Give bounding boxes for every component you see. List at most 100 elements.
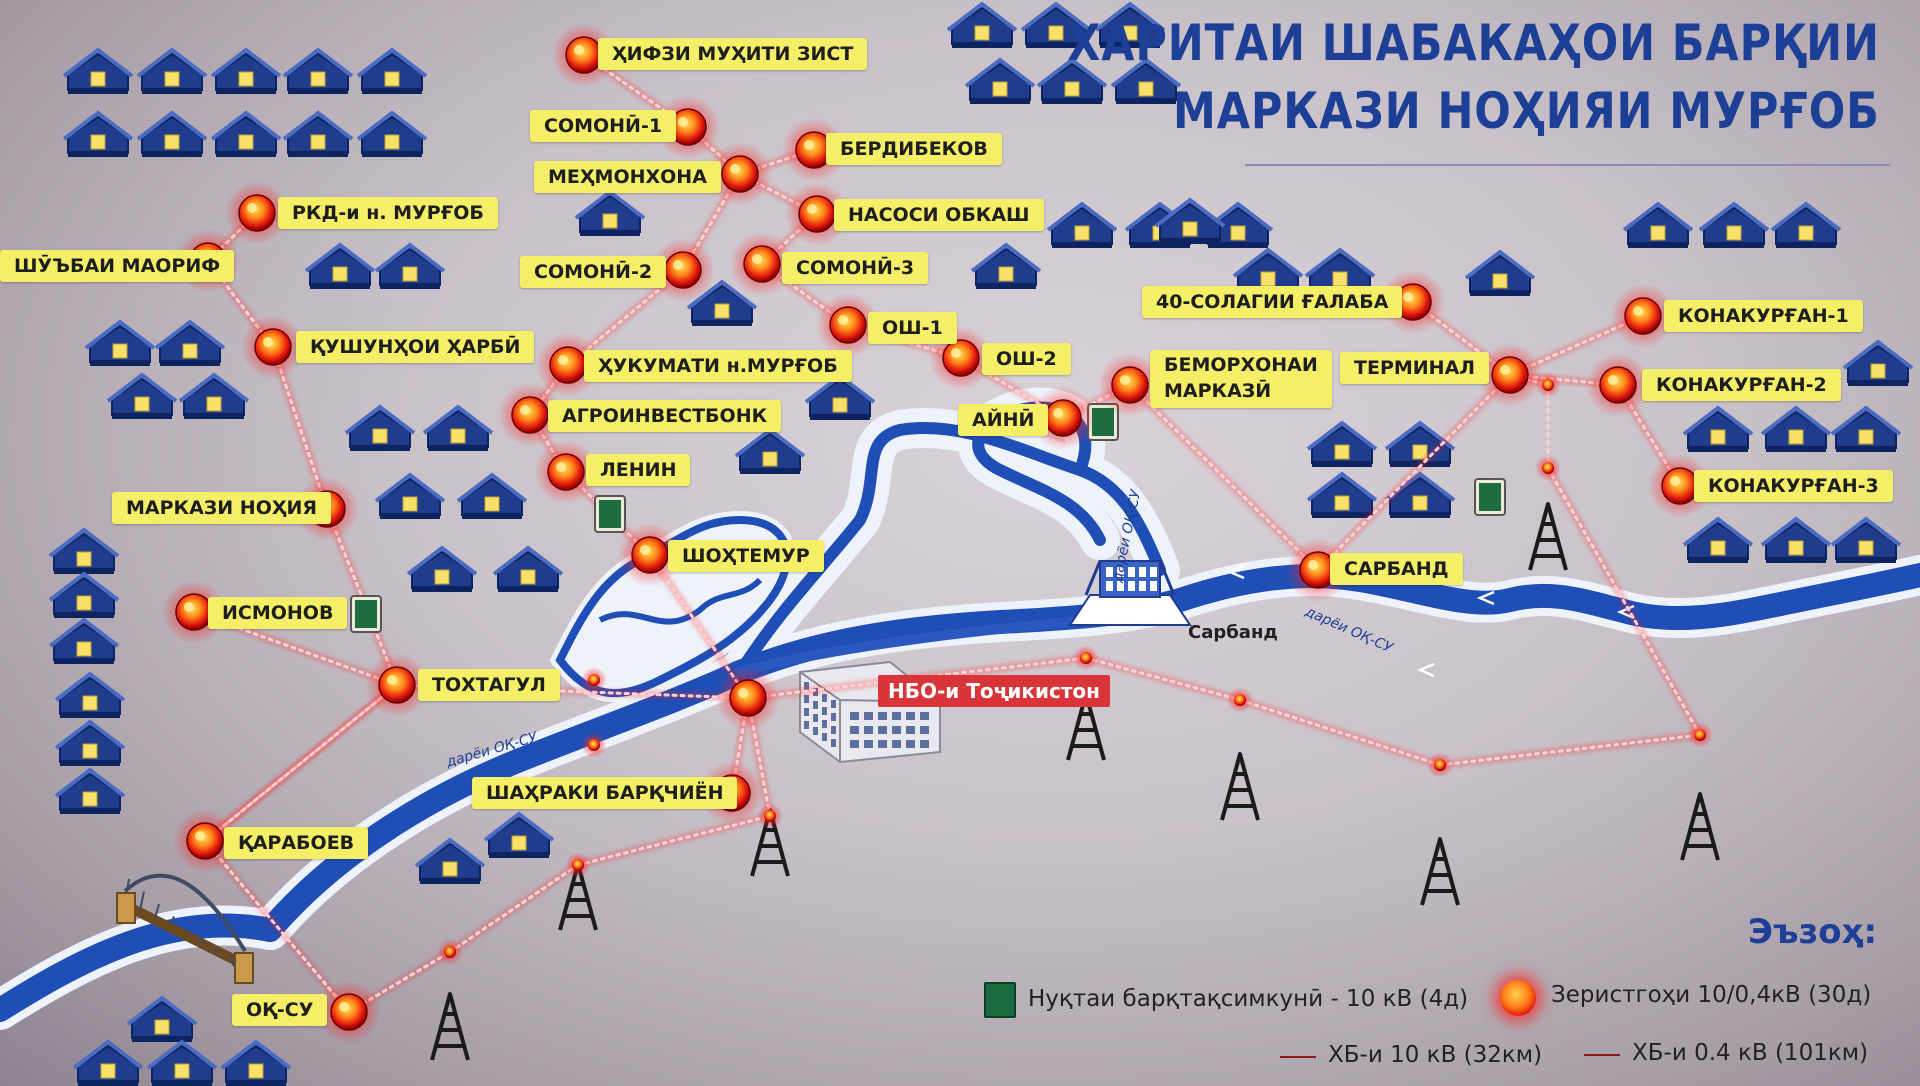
station-label-agro: АГРОИНВЕСТБОНК: [548, 400, 782, 432]
power-line: [1546, 466, 1702, 737]
house-icon: [220, 1039, 292, 1086]
station-label-ismonov: ИСМОНОВ: [208, 597, 348, 629]
lamp-highlight: [1403, 292, 1413, 302]
tower-icon: [1680, 792, 1720, 861]
house-icon: [54, 671, 126, 718]
lamp-highlight: [807, 204, 817, 214]
transformer-icon: [1599, 366, 1637, 404]
legend-title: Эъзоҳ:: [1748, 912, 1878, 952]
station-label-somoni1: СОМОНӢ-1: [530, 110, 677, 142]
transformer-icon: [721, 155, 759, 193]
lamp-highlight: [1633, 306, 1643, 316]
transformer-icon: [798, 195, 836, 233]
flow-arrow-icon: [1476, 590, 1495, 606]
power-line: [395, 683, 750, 700]
transformer-icon: [1661, 467, 1699, 505]
lamp-highlight: [1500, 365, 1510, 375]
house-icon: [356, 110, 428, 157]
house-icon: [1770, 201, 1842, 248]
junction-icon: [1694, 729, 1706, 741]
junction-icon: [444, 946, 456, 958]
transformer-icon: [254, 328, 292, 366]
station-label-barq: ШАҲРАКИ БАРҚЧИЁН: [472, 777, 738, 809]
lamp-highlight: [730, 164, 740, 174]
lamp-highlight: [738, 688, 748, 698]
house-icon: [804, 373, 876, 420]
house-icon: [62, 47, 134, 94]
transformer-icon: [631, 536, 669, 574]
legend-line04-text: ХБ-и 0.4 кВ (101км): [1632, 1040, 1869, 1066]
house-icon: [356, 47, 428, 94]
substation-icon: [1087, 403, 1119, 441]
transformer-icon: [238, 194, 276, 232]
canal: [735, 613, 1125, 677]
station-label-rkd: РКД-и н. МУРҒОБ: [278, 197, 498, 229]
house-icon: [54, 719, 126, 766]
house-icon: [734, 427, 806, 474]
transformer-icon: [547, 453, 585, 491]
lamp-highlight: [1308, 560, 1318, 570]
lamp-highlight: [1053, 408, 1063, 418]
station-label-kona1: КОНАКУРҒАН-1: [1664, 300, 1863, 332]
station-label-bemor: БЕМОРХОНАИ МАРКАЗӢ: [1150, 350, 1332, 408]
river-delta-channel: [598, 577, 763, 625]
station-label-somoni2: СОМОНӢ-2: [520, 256, 667, 288]
river-channel: [0, 913, 282, 1022]
lamp-highlight: [184, 602, 194, 612]
map-title-line-2: МАРКАЗИ НОҲИЯИ МУРҒОБ: [1173, 82, 1880, 140]
house-icon: [946, 1, 1018, 48]
transformer-layer: [162, 23, 1713, 1044]
house-icon: [154, 319, 226, 366]
transformer-icon: [829, 306, 867, 344]
lamp-highlight: [387, 675, 397, 685]
lamp-highlight: [640, 545, 650, 555]
house-icon: [1760, 405, 1832, 452]
house-icon: [282, 110, 354, 157]
lamp-highlight: [752, 254, 762, 264]
legend-substation-text: Нуқтаи барқтақсимкунӣ - 10 кВ (4д): [1028, 986, 1469, 1012]
power-line: [448, 863, 580, 954]
house-icon: [210, 47, 282, 94]
flow-arrow-icon: [1226, 564, 1245, 580]
power-line: [1084, 656, 1242, 702]
station-label-shoh: ШОҲТЕМУР: [668, 540, 824, 572]
house-icon: [106, 372, 178, 419]
transformer-icon: [729, 679, 767, 717]
station-label-terminal: ТЕРМИНАЛ: [1340, 352, 1490, 384]
house-icon: [304, 242, 376, 289]
house-icon: [1830, 516, 1902, 563]
house-icon: [1046, 201, 1118, 248]
transformer-legend-icon: [1500, 980, 1536, 1016]
lamp-highlight: [1670, 476, 1680, 486]
station-label-somoni3: СОМОНӢ-3: [782, 252, 929, 284]
house-icon: [422, 404, 494, 451]
nbo-label: НБО-и Тоҷикистон: [878, 675, 1110, 707]
junction-icon: [588, 739, 600, 751]
lamp-highlight: [1608, 375, 1618, 385]
house-icon: [970, 242, 1042, 289]
station-label-oksu: ОҚ-СУ: [232, 994, 328, 1026]
station-label-berdibekov: БЕРДИБЕКОВ: [826, 133, 1002, 165]
house-icon: [492, 545, 564, 592]
lamp-highlight: [556, 462, 566, 472]
house-icon: [1306, 471, 1378, 518]
plant-label: Сарбанд: [1188, 622, 1278, 643]
transformer-icon: [1491, 356, 1529, 394]
station-label-osh2: ОШ-2: [982, 343, 1071, 375]
transformer-icon: [565, 36, 603, 74]
station-label-sarband: САРБАНД: [1330, 553, 1463, 585]
station-label-markaz: МАРКАЗИ НОҲИЯ: [112, 492, 332, 524]
junction-icon: [1234, 694, 1246, 706]
station-label-lenin: ЛЕНИН: [586, 454, 691, 486]
transformer-icon: [175, 593, 213, 631]
junction-icon: [1542, 462, 1554, 474]
transformer-icon: [330, 993, 368, 1031]
junction-icon: [1080, 652, 1092, 664]
house-icon: [1110, 57, 1182, 104]
house-icon: [72, 1039, 144, 1086]
station-label-maorif: ШӮЪБАИ МАОРИФ: [0, 250, 235, 282]
lamp-highlight: [574, 45, 584, 55]
house-icon: [406, 545, 478, 592]
house-icon: [1682, 405, 1754, 452]
